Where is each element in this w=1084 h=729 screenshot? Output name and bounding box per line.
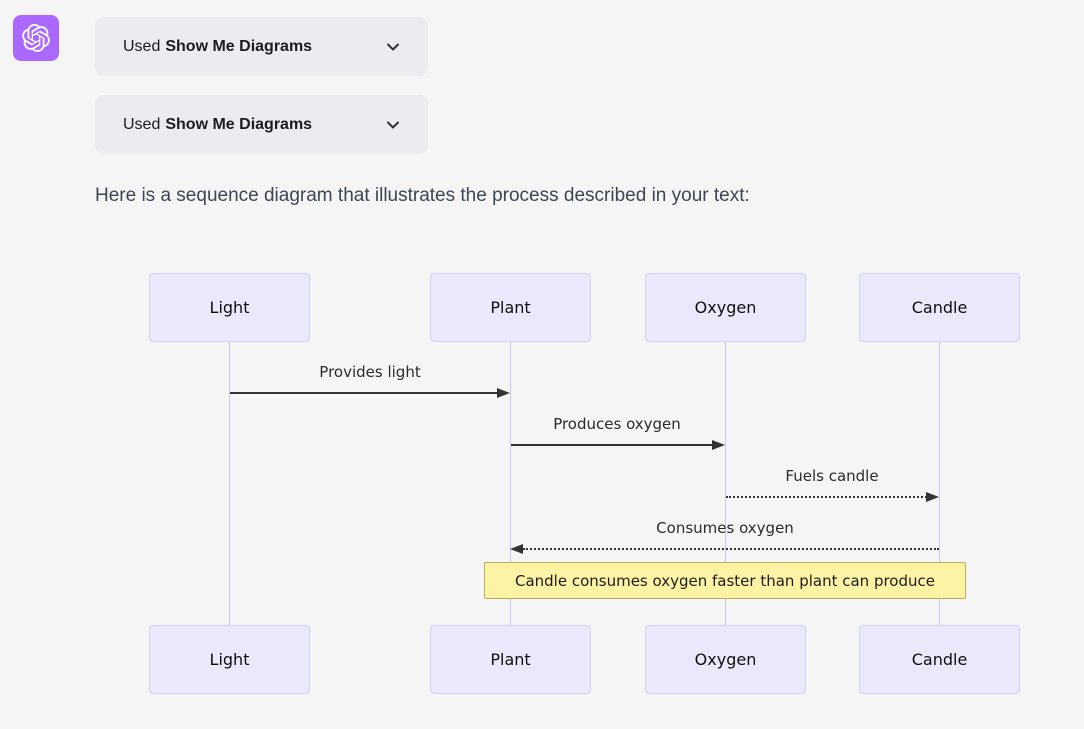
actor-box-candle-top: Candle — [859, 273, 1020, 342]
chip-plugin-name: Show Me Diagrams — [165, 115, 313, 133]
chip-plugin-name: Show Me Diagrams — [165, 37, 313, 55]
arrowhead-left-icon — [510, 544, 523, 554]
chevron-down-icon — [384, 38, 402, 56]
message-label-fuels-candle: Fuels candle — [785, 467, 879, 485]
actor-box-plant-top: Plant — [430, 273, 591, 342]
actor-box-plant-bottom: Plant — [430, 625, 591, 694]
openai-logo-icon — [22, 24, 50, 52]
message-label-produces-oxygen: Produces oxygen — [553, 415, 681, 433]
message-label-consumes-oxygen: Consumes oxygen — [656, 519, 794, 537]
actor-box-oxygen-top: Oxygen — [645, 273, 806, 342]
lifeline-oxygen — [725, 342, 726, 625]
actor-box-light-top: Light — [149, 273, 310, 342]
arrowhead-right-icon — [712, 440, 725, 450]
assistant-avatar — [13, 15, 59, 61]
plugin-chip-1[interactable]: Used Show Me Diagrams — [95, 17, 428, 76]
assistant-message-text: Here is a sequence diagram that illustra… — [95, 185, 750, 206]
arrowhead-right-icon — [926, 492, 939, 502]
actor-box-candle-bottom: Candle — [859, 625, 1020, 694]
diagram-note: Candle consumes oxygen faster than plant… — [484, 562, 966, 599]
plugin-chip-label: Used Show Me Diagrams — [123, 116, 312, 134]
plugin-chip-2[interactable]: Used Show Me Diagrams — [95, 95, 428, 154]
message-line-provides-light — [230, 392, 498, 394]
actor-box-light-bottom: Light — [149, 625, 310, 694]
message-line-produces-oxygen — [511, 444, 713, 446]
lifeline-light — [229, 342, 230, 625]
chip-prefix: Used — [123, 37, 161, 55]
actor-box-oxygen-bottom: Oxygen — [645, 625, 806, 694]
message-label-provides-light: Provides light — [319, 363, 421, 381]
message-line-consumes-oxygen — [523, 548, 939, 550]
chevron-down-icon — [384, 116, 402, 134]
message-line-fuels-candle — [726, 496, 927, 498]
plugin-chip-label: Used Show Me Diagrams — [123, 38, 312, 56]
lifeline-candle — [939, 342, 940, 625]
arrowhead-right-icon — [497, 388, 510, 398]
lifeline-plant — [510, 342, 511, 625]
chip-prefix: Used — [123, 115, 161, 133]
